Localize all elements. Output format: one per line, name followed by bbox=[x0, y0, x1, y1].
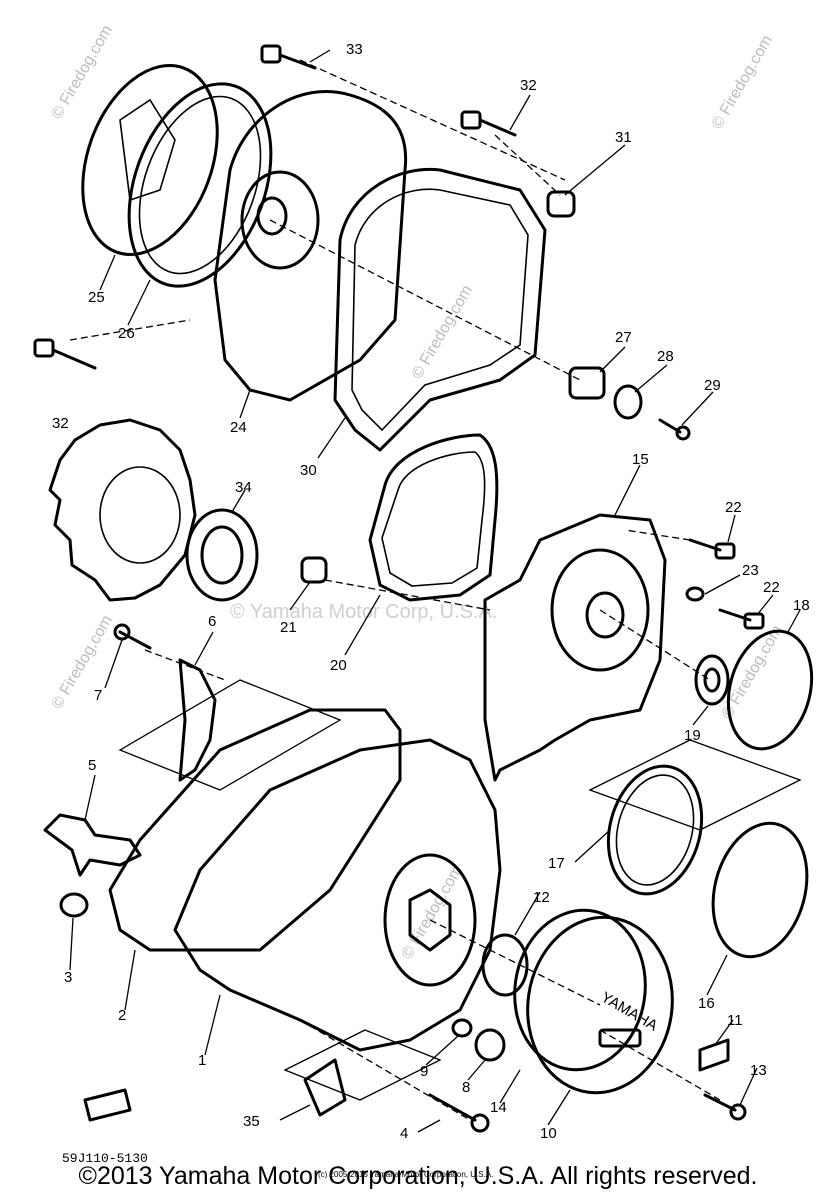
cap-3 bbox=[59, 892, 89, 918]
callout-22-bottom: 22 bbox=[763, 579, 780, 596]
callout-14: 14 bbox=[490, 1099, 507, 1116]
ring-17 bbox=[606, 764, 704, 896]
plate-25 bbox=[81, 64, 219, 256]
cover-24 bbox=[213, 90, 408, 402]
callout-4: 4 bbox=[400, 1125, 408, 1142]
leader-lines bbox=[69, 49, 802, 1133]
bolt-7 bbox=[113, 623, 152, 650]
gasket-20 bbox=[368, 433, 499, 602]
callout-18: 18 bbox=[793, 597, 810, 614]
bolt-32-left bbox=[33, 338, 97, 370]
callout-12: 12 bbox=[533, 889, 550, 906]
gear-partial bbox=[48, 418, 197, 602]
gasket-2 bbox=[108, 708, 402, 952]
dowel-31 bbox=[546, 190, 576, 218]
screw-13 bbox=[703, 1093, 747, 1121]
diagram-code: 59J110-5130 bbox=[62, 1151, 148, 1166]
callout-32-left: 32 bbox=[52, 415, 69, 432]
callout-22-top: 22 bbox=[725, 499, 742, 516]
callout-15: 15 bbox=[632, 451, 649, 468]
callout-19: 19 bbox=[684, 727, 701, 744]
bracket-5 bbox=[43, 813, 142, 877]
callout-34: 34 bbox=[235, 479, 252, 496]
bolt-22-bottom bbox=[718, 608, 765, 630]
watermark-site: © Firedog.com bbox=[709, 32, 776, 132]
callout-11: 11 bbox=[727, 1012, 743, 1029]
bolt-22-top bbox=[688, 538, 736, 560]
callout-28: 28 bbox=[657, 348, 674, 365]
washer-23 bbox=[685, 586, 705, 602]
callout-labels: 1 2 3 4 5 6 7 8 9 10 11 12 13 14 15 16 1… bbox=[52, 41, 810, 1142]
seal-19 bbox=[694, 654, 730, 706]
callout-26: 26 bbox=[118, 325, 135, 342]
callout-17: 17 bbox=[548, 855, 565, 872]
callout-1: 1 bbox=[198, 1052, 206, 1069]
bracket-6 bbox=[178, 658, 217, 782]
callout-31: 31 bbox=[615, 129, 632, 146]
screw-29 bbox=[658, 418, 691, 441]
callout-16: 16 bbox=[698, 995, 715, 1012]
bushing-28 bbox=[613, 384, 643, 420]
callout-2: 2 bbox=[118, 1007, 126, 1024]
callout-30: 30 bbox=[300, 462, 317, 479]
copyright-footer: ©2013 Yamaha Motor Corporation, U.S.A. A… bbox=[78, 1162, 758, 1190]
cover-brand-text: YAMAHA bbox=[598, 989, 660, 1035]
plate-35 bbox=[303, 1058, 347, 1117]
callout-35: 35 bbox=[243, 1113, 260, 1130]
callout-32-top: 32 bbox=[520, 77, 537, 94]
callout-27: 27 bbox=[615, 329, 632, 346]
plug-8 bbox=[474, 1028, 506, 1062]
bolt-4 bbox=[428, 1093, 490, 1133]
ring-18 bbox=[726, 629, 814, 751]
callout-20: 20 bbox=[330, 657, 347, 674]
gasket-26 bbox=[127, 82, 273, 288]
callout-5: 5 bbox=[88, 757, 96, 774]
oil-seal-34 bbox=[185, 508, 259, 602]
callout-10: 10 bbox=[540, 1125, 557, 1142]
callout-23: 23 bbox=[742, 562, 759, 579]
emblem-11 bbox=[698, 1038, 730, 1072]
seal-27 bbox=[568, 366, 606, 400]
callout-25: 25 bbox=[88, 289, 105, 306]
callout-6: 6 bbox=[208, 613, 216, 630]
gasket-30 bbox=[333, 167, 547, 452]
cover-14 bbox=[513, 908, 647, 1072]
bolt-32-top bbox=[460, 110, 517, 137]
callout-29: 29 bbox=[704, 377, 721, 394]
plug-9 bbox=[451, 1018, 473, 1038]
callout-8: 8 bbox=[462, 1079, 470, 1096]
watermark-center: © Yamaha Motor Corp, U.S.A. bbox=[230, 601, 497, 623]
watermark-site: © Firedog.com bbox=[49, 612, 116, 712]
callout-9: 9 bbox=[420, 1063, 428, 1080]
fwd-label bbox=[83, 1088, 132, 1122]
bolt-33 bbox=[260, 44, 317, 70]
callout-21: 21 bbox=[280, 619, 297, 636]
callout-13: 13 bbox=[750, 1062, 767, 1079]
cover-15 bbox=[483, 513, 667, 782]
callout-33: 33 bbox=[346, 41, 363, 58]
callout-7: 7 bbox=[94, 687, 102, 704]
crankcase-cover-1 bbox=[173, 738, 502, 1052]
cap-16 bbox=[711, 821, 809, 959]
callout-24: 24 bbox=[230, 419, 247, 436]
o-ring-12 bbox=[481, 933, 529, 997]
dowel-21 bbox=[300, 556, 328, 584]
callout-3: 3 bbox=[64, 969, 72, 986]
small-copyright: (c) 2005-2015 Yamaha Motor Corporation, … bbox=[318, 1170, 493, 1179]
